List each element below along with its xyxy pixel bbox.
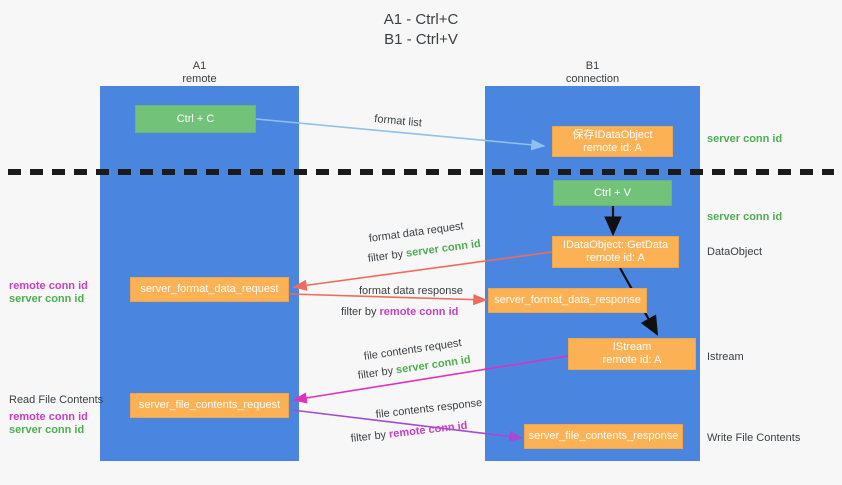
arrow-label-format-data-response-filter: filter by remote conn id	[341, 305, 458, 319]
right-label-server-conn-id-2: server conn id	[707, 211, 783, 223]
filter-key-remote-conn-id: remote conn id	[388, 419, 469, 441]
arrow-label-format-list: format list	[373, 112, 423, 130]
node-idataobject-getdata[interactable]: IDataObject::GetData remote id: A	[552, 236, 679, 268]
node-server-file-contents-request[interactable]: server_file_contents_request	[130, 393, 289, 418]
lane-header-b1-sub: connection	[565, 73, 620, 85]
filter-key-server-conn-id: server conn id	[405, 237, 482, 260]
filter-prefix: filter by	[357, 364, 397, 382]
left-label-server-conn-id-1: server conn id	[9, 293, 85, 305]
right-label-server-conn-id-1: server conn id	[707, 133, 783, 145]
node-idataobject-getdata-line-2: remote id: A	[586, 252, 645, 264]
right-label-write-file-contents: Write File Contents	[707, 432, 801, 444]
node-save-idataobject-line-1: 保存IDataObject	[572, 128, 653, 141]
node-ctrl-c[interactable]: Ctrl + C	[135, 105, 256, 133]
right-label-istream: Istream	[707, 351, 744, 363]
lane-header-a1: A1 remote	[100, 60, 299, 86]
node-ctrl-v[interactable]: Ctrl + V	[553, 180, 672, 206]
filter-key-remote-conn-id: remote conn id	[379, 306, 459, 318]
filter-prefix: filter by	[341, 306, 380, 318]
lane-header-b1: B1 connection	[485, 60, 700, 86]
node-save-idataobject[interactable]: 保存IDataObject remote id: A	[552, 126, 673, 157]
lane-header-a1-sub: remote	[182, 73, 217, 85]
arrow-label-format-data-response: format data response	[359, 285, 463, 297]
node-server-file-contents-response[interactable]: server_file_contents_response	[524, 424, 683, 449]
node-istream-line-2: remote id: A	[602, 354, 662, 366]
node-save-idataobject-line-2: remote id: A	[583, 141, 642, 154]
node-istream-line-1: IStream	[612, 341, 652, 353]
node-idataobject-getdata-line-1: IDataObject::GetData	[562, 239, 669, 251]
left-label-remote-conn-id-1: remote conn id	[9, 280, 88, 292]
node-istream[interactable]: IStream remote id: A	[568, 338, 696, 370]
arrow-label-file-contents-response-filter: filter by remote conn id	[350, 419, 468, 446]
filter-prefix: filter by	[367, 247, 407, 265]
page-title-line-1: A1 - Ctrl+C	[383, 11, 459, 28]
node-server-format-data-response[interactable]: server_format_data_response	[488, 288, 647, 313]
page-title-line-2: B1 - Ctrl+V	[384, 31, 458, 48]
arrow-label-file-contents-response: file contents response	[375, 396, 483, 421]
filter-prefix: filter by	[350, 428, 390, 445]
node-server-format-data-request[interactable]: server_format_data_request	[130, 277, 289, 302]
left-label-server-conn-id-2: server conn id	[9, 424, 85, 436]
left-label-read-file-contents: Read File Contents	[9, 394, 104, 406]
lane-header-a1-name: A1	[192, 60, 207, 72]
right-label-dataobject: DataObject	[707, 246, 763, 258]
lane-header-b1-name: B1	[585, 60, 600, 72]
left-label-remote-conn-id-2: remote conn id	[9, 411, 88, 423]
